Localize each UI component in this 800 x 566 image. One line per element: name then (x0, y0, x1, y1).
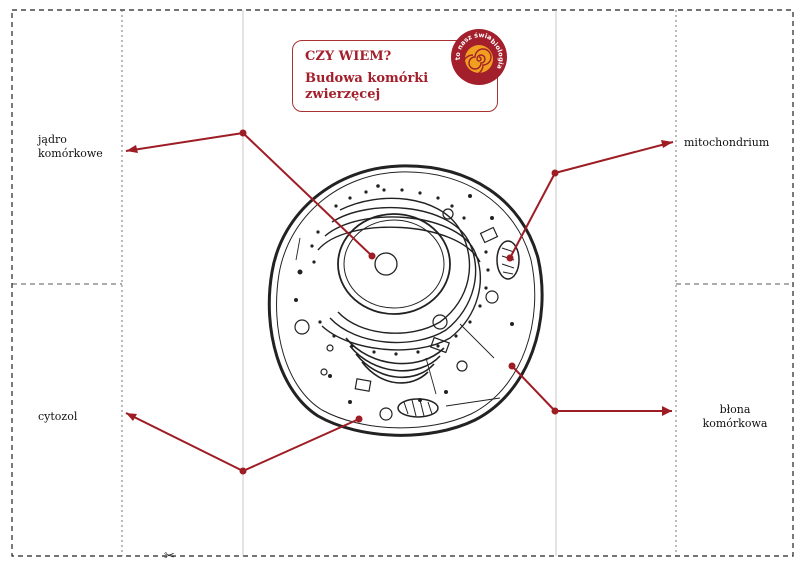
cell-membrane (267, 164, 544, 437)
endoplasmic-reticulum (317, 197, 481, 351)
golgi-apparatus (345, 337, 445, 384)
ribosome-dots (294, 184, 514, 404)
title-main: Budowa komórki zwierzęcej (305, 71, 445, 103)
animal-cell-drawing (267, 164, 544, 437)
cell-membrane-inner (276, 171, 536, 429)
label-jadro-komorkowe: jądro komórkowe (38, 133, 118, 161)
cytoskeleton-lines (295, 237, 501, 407)
pointer-jadro (125, 129, 376, 260)
scissors-icon: ✂ (164, 549, 175, 564)
pointer-cytozol (125, 412, 363, 475)
nucleus-inner (343, 219, 445, 309)
label-mitochondrium: mitochondrium (684, 136, 770, 149)
vesicles (294, 208, 499, 421)
label-jadro-line2: komórkowe (38, 147, 103, 160)
mitochondrion-bottom (397, 398, 439, 418)
nucleolus (374, 252, 398, 276)
cut-border (11, 9, 794, 557)
title-question: CZY WIEM? (305, 49, 392, 64)
title-main-line2: zwierzęcej (305, 87, 381, 102)
label-jadro-line1: jądro (38, 133, 67, 146)
nucleus-envelope (337, 213, 451, 315)
label-blona-komorkowa: błona komórkowa (680, 403, 790, 431)
fold-lines (12, 10, 793, 556)
title-main-line1: Budowa komórki (305, 71, 429, 86)
label-cytozol: cytozol (38, 410, 78, 423)
pointer-blona (508, 362, 672, 416)
label-blona-line2: komórkowa (702, 417, 768, 430)
label-blona-line1: błona (719, 403, 751, 416)
spiral-logo-icon: to nasz świat biologia (450, 28, 507, 85)
pointer-mitochondrium (506, 140, 674, 262)
